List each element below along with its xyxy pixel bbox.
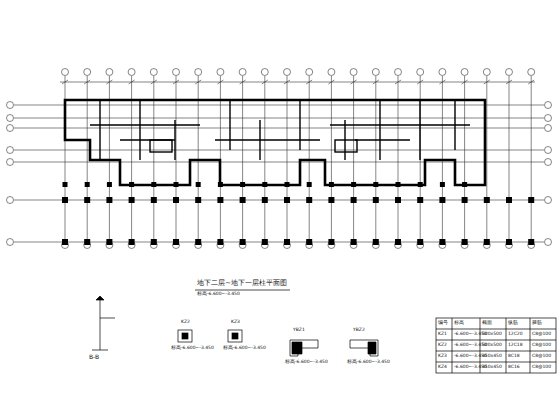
- column-tag: YBZ1: [292, 328, 306, 333]
- table-cell: C8@100: [532, 354, 551, 359]
- table-cell: KZ4: [438, 365, 447, 370]
- table-cell: C8@100: [532, 365, 551, 370]
- table-cell: 纵筋: [508, 321, 518, 326]
- section-mark: B-B: [88, 354, 100, 361]
- table-cell: 500x500: [482, 343, 502, 348]
- elevation-note: 标高-6.600~-3.450: [284, 360, 329, 365]
- elevation-note: 标高-6.600~-3.450: [196, 292, 241, 297]
- table-cell: -6.600~-3.450: [454, 354, 487, 359]
- table-cell: -6.600~-3.450: [454, 343, 487, 348]
- table-cell: 12C18: [508, 343, 523, 348]
- elevation-note: 标高-6.600~-3.450: [170, 346, 215, 351]
- table-cell: -6.600~-3.450: [454, 332, 487, 337]
- column-tag: KZ2: [180, 320, 191, 325]
- plan-title: 地下二层~地下一层柱平面图: [196, 280, 288, 288]
- table-cell: 500x500: [482, 332, 502, 337]
- elevation-note: 标高-6.600~-3.450: [346, 360, 391, 365]
- table-cell: C8@100: [532, 332, 551, 337]
- elevation-note: 标高-6.600~-3.450: [222, 346, 267, 351]
- table-cell: 箍筋: [532, 321, 542, 326]
- table-cell: 编号: [438, 321, 448, 326]
- table-cell: 截面: [482, 321, 492, 326]
- table-cell: -6.600~-3.450: [454, 365, 487, 370]
- table-cell: 8C16: [508, 365, 520, 370]
- table-cell: 8C18: [508, 354, 520, 359]
- column-tag: KZ3: [230, 320, 241, 325]
- table-cell: C8@100: [532, 343, 551, 348]
- column-tag: YBZ2: [352, 328, 366, 333]
- table-cell: 12C20: [508, 332, 523, 337]
- table-cell: 450x450: [482, 354, 502, 359]
- table-cell: KZ1: [438, 332, 447, 337]
- table-cell: 标高: [454, 321, 464, 326]
- table-cell: KZ2: [438, 343, 447, 348]
- table-cell: 450x450: [482, 365, 502, 370]
- table-cell: KZ3: [438, 354, 447, 359]
